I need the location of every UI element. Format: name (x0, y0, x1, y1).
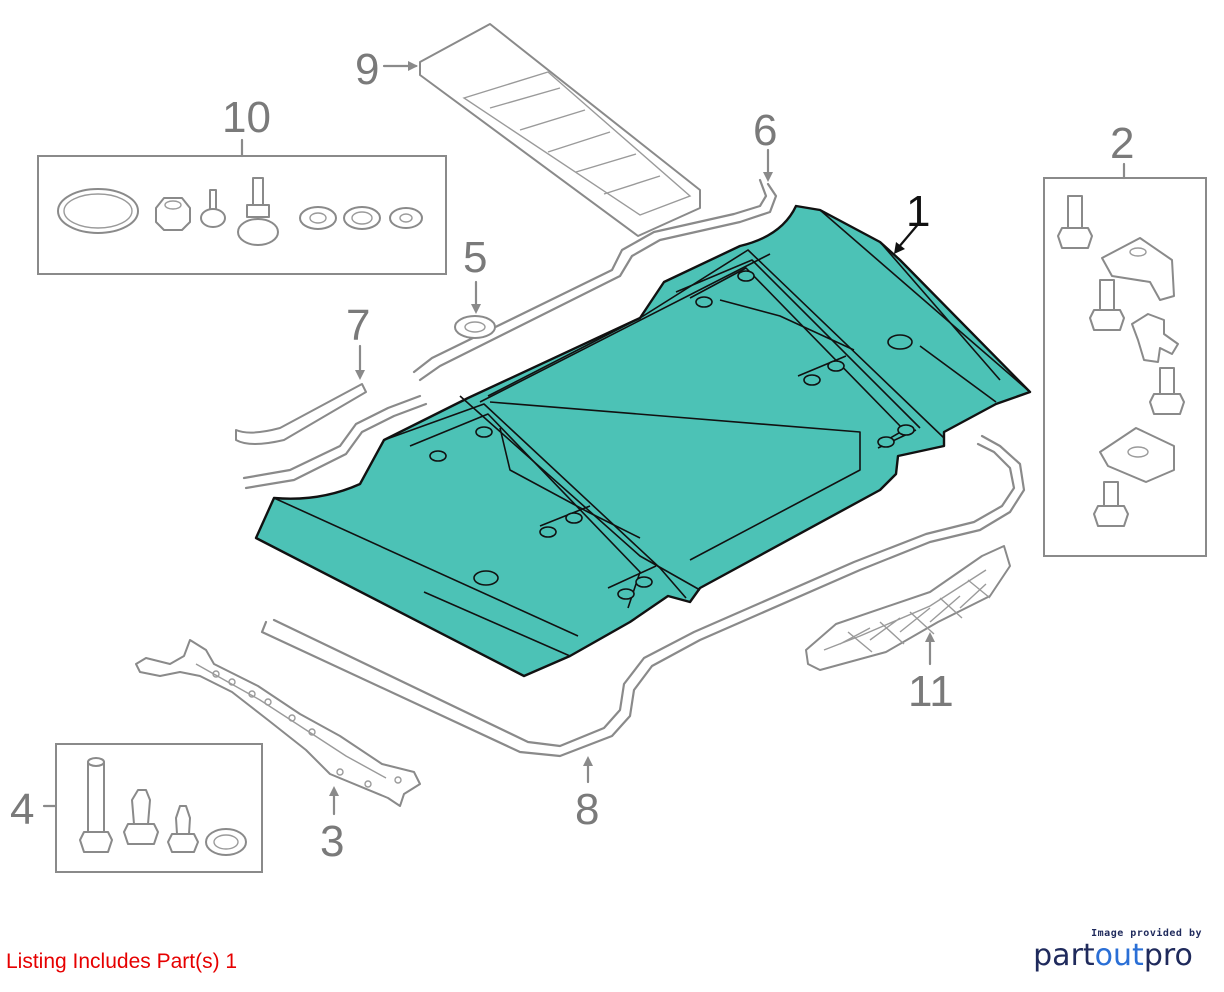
callout-1: 1 (906, 187, 930, 236)
part-11-bracket (805, 545, 1011, 671)
part-9-step-cover (419, 23, 701, 237)
part-3-hinge-arm (135, 639, 421, 807)
listing-includes-text: Listing Includes Part(s) 1 (6, 950, 238, 973)
part-4-hardware-kit (42, 743, 263, 873)
callout-11: 11 (908, 667, 954, 716)
part-1-main-panel (254, 204, 1032, 678)
part-2-hardware-kit (1043, 162, 1207, 557)
callout-2: 2 (1110, 119, 1134, 168)
callout-10: 10 (222, 93, 271, 142)
part-6-seal-strip (418, 182, 778, 382)
part-5-washer (454, 315, 496, 339)
brand-name-out: out (1094, 938, 1144, 973)
image-provided-by-text: Image provided by (1091, 928, 1202, 939)
part-7-trim-strip (235, 383, 367, 445)
callout-6: 6 (753, 106, 777, 155)
callout-3: 3 (320, 817, 344, 866)
brand-name-pro: pro (1143, 938, 1193, 973)
part-10-hardware-kit (37, 138, 447, 275)
partoutpro-logo: Image provided by partoutpro (1033, 928, 1202, 973)
leader-1 (897, 221, 921, 249)
callout-7: 7 (346, 301, 370, 350)
callout-8: 8 (575, 785, 599, 834)
brand-name-part: part (1033, 938, 1095, 973)
part-8-seal-frame (260, 434, 1026, 758)
callout-5: 5 (463, 233, 487, 282)
callout-9: 9 (355, 45, 379, 94)
callout-4: 4 (10, 785, 34, 834)
